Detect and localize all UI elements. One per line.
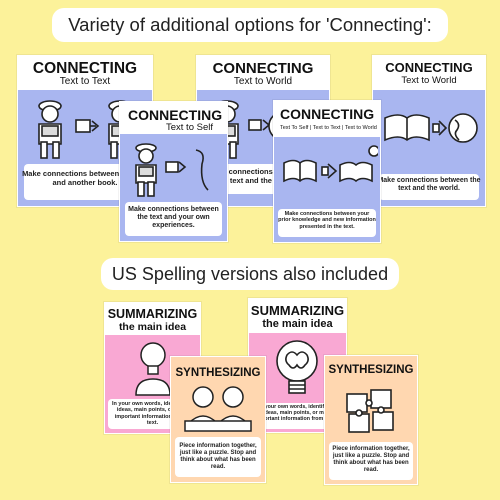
lightbulb-reader-icon (135, 342, 171, 396)
card-title: CONNECTING (32, 60, 138, 77)
card-connecting-text-to-self: CONNECTING Text to Self Make connections… (119, 101, 228, 242)
kids-puzzle-icon (184, 386, 252, 432)
section-title: US Spelling versions also included (101, 258, 399, 290)
card-title: SYNTHESIZING (175, 367, 261, 379)
card-subtitle: Text to Text (59, 76, 111, 87)
card-title: SYNTHESIZING (328, 364, 414, 376)
card-connecting-combined: CONNECTING Text To Self | Text to Text |… (273, 100, 381, 243)
card-header (18, 56, 152, 90)
card-title: CONNECTING (385, 60, 473, 75)
card-description: In your own words, identify the ideas, m… (112, 401, 193, 426)
card-header (105, 303, 200, 335)
card-subtitle: the main idea (262, 318, 333, 330)
reader-to-self-icon (135, 143, 209, 197)
card-subtitle: Text to Self (166, 122, 213, 133)
card-title: CONNECTING (212, 60, 314, 77)
card-description-box (379, 174, 479, 200)
card-title: SUMMARIZING (250, 303, 345, 318)
card-description: Make connections between the text and an… (22, 169, 148, 187)
card-synthesizing-2: SYNTHESIZING Piece information together,… (324, 355, 418, 485)
card-description-box (278, 209, 376, 237)
card-description: In your own words, identify the ideas, m… (254, 404, 341, 423)
card-description: Piece information together, just like a … (179, 443, 257, 470)
card-connecting-text-to-world-2: CONNECTING Text to World Make connection… (372, 55, 486, 207)
card-header (197, 56, 329, 90)
card-subtitle: the main idea (118, 321, 187, 333)
page-title: Variety of additional options for 'Conne… (52, 8, 448, 42)
book-to-globe-icon (384, 113, 478, 143)
book-to-book-icon (283, 145, 378, 183)
card-title: CONNECTING (128, 107, 223, 123)
card-subtitle: Text To Self | Text to Text | Text to Wo… (280, 125, 377, 131)
card-synthesizing-1: SYNTHESIZING Piece information together,… (170, 356, 266, 483)
card-header (120, 102, 227, 134)
card-description: Make connections between the text and yo… (128, 206, 219, 230)
card-description-box (175, 437, 261, 477)
card-title: SUMMARIZING (107, 307, 198, 321)
card-header (274, 101, 380, 137)
card-subtitle: Text to World (401, 75, 457, 86)
puzzle-pieces-icon (346, 389, 394, 433)
card-description-box (125, 202, 222, 236)
card-header (373, 56, 485, 90)
card-description: Make connections between the text and th… (377, 177, 481, 193)
card-description-box (329, 442, 413, 480)
card-subtitle: Text to World (233, 76, 293, 87)
brain-bulb-icon (276, 340, 318, 394)
card-header (249, 299, 346, 333)
card-description: Make connections between the text and th… (207, 167, 319, 185)
card-description: Make connections between your prior know… (278, 211, 376, 230)
card-description: Piece information together, just like a … (332, 446, 410, 473)
card-title: CONNECTING (280, 106, 375, 122)
